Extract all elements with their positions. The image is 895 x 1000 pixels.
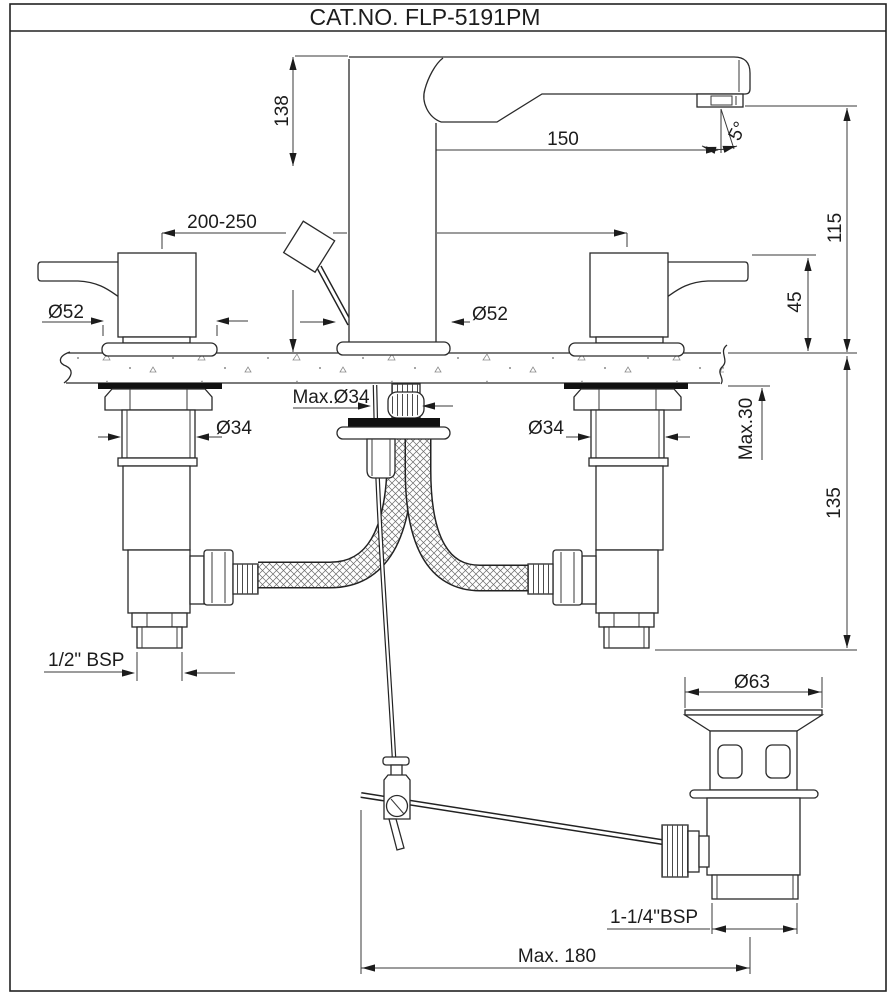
waste-drain-assembly: Ø63 1-1/4"BSP [607, 672, 825, 934]
svg-text:150: 150 [547, 129, 579, 150]
dim-aerator-angle: 5° [701, 108, 752, 154]
svg-text:Ø52: Ø52 [472, 304, 508, 325]
overflow-window [765, 744, 791, 779]
rod-collar [382, 756, 410, 766]
dim-counter-thickness: Max.30 [728, 385, 770, 460]
svg-text:Ø63: Ø63 [734, 672, 770, 693]
spout-escutcheon [336, 341, 451, 356]
svg-text:1-1/4"BSP: 1-1/4"BSP [610, 907, 698, 928]
spout-mounting-hardware [336, 383, 451, 479]
dim-outlet-height: 115 [728, 105, 857, 354]
svg-text:5°: 5° [725, 118, 752, 144]
pop-up-linkage [360, 756, 663, 851]
dim-max-waste-offset: Max. 180 [360, 810, 751, 974]
dim-spout-height: 138 [272, 55, 348, 352]
svg-text:Max.Ø34: Max.Ø34 [292, 387, 370, 408]
svg-text:200-250: 200-250 [187, 212, 257, 233]
dim-under-counter-height: 135 [655, 356, 857, 651]
aerator [696, 93, 744, 108]
dim-hole-spacing: 200-250 [161, 212, 628, 249]
dim-spout-reach: 150 [392, 129, 719, 168]
page-border [9, 3, 887, 992]
dim-waste-thread: 1-1/4"BSP [607, 903, 798, 934]
svg-text:Ø34: Ø34 [216, 418, 252, 439]
svg-text:45: 45 [785, 291, 806, 312]
dim-left-shank: Ø34 [98, 418, 252, 441]
dim-left-escutcheon: Ø52 [42, 302, 248, 336]
dim-inlet-thread: 1/2" BSP [44, 650, 235, 681]
dim-handle-height: 45 [752, 254, 816, 351]
spout-assembly: 5° [336, 56, 752, 356]
svg-text:1/2" BSP: 1/2" BSP [48, 650, 124, 671]
pop-up-knob [282, 220, 353, 326]
svg-text:138: 138 [272, 95, 293, 127]
dim-max-hole: Max.Ø34 [292, 387, 453, 410]
svg-text:115: 115 [825, 213, 846, 243]
dim-waste-flange: Ø63 [684, 672, 823, 708]
overflow-window [717, 744, 743, 779]
dim-right-shank: Ø34 [528, 418, 690, 441]
right-handle [568, 252, 749, 357]
svg-text:Ø34: Ø34 [528, 418, 564, 439]
svg-text:Ø52: Ø52 [48, 302, 84, 323]
svg-text:Max. 180: Max. 180 [518, 946, 596, 967]
hex-sleeve [366, 438, 396, 479]
svg-text:Max.30: Max.30 [736, 398, 757, 460]
pivot-stub [388, 818, 405, 851]
dim-spout-escutcheon: Ø52 [300, 304, 508, 326]
rubber-washer [348, 418, 440, 428]
drawing-title: CAT.NO. FLP-5191PM [310, 4, 541, 30]
mounting-flange [336, 426, 451, 440]
svg-text:135: 135 [824, 487, 845, 519]
